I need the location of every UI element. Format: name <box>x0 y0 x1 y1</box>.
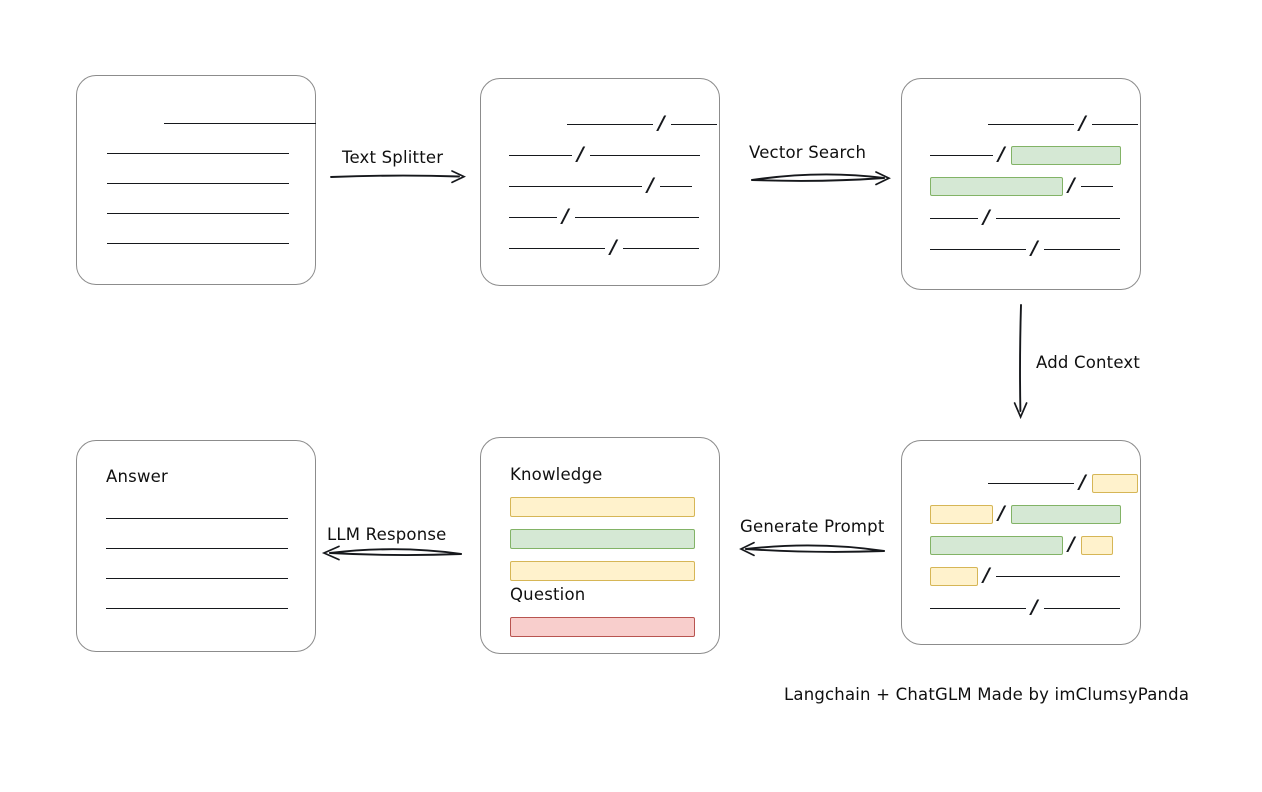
knowledge-bar <box>510 497 695 517</box>
chunk-separator-slash: / <box>1068 532 1075 555</box>
doc-line: / <box>509 142 723 165</box>
text-rule-segment <box>509 216 557 218</box>
question-label: Question <box>510 585 586 604</box>
arrow-label-llm-response: LLM Response <box>327 525 447 544</box>
arrow-label-text-splitter: Text Splitter <box>342 148 444 167</box>
doc-line: / <box>509 204 723 227</box>
text-rule-segment <box>107 242 289 244</box>
doc-line: / <box>509 111 723 134</box>
answer-line <box>106 578 288 579</box>
text-rule-segment <box>930 217 978 219</box>
text-rule-segment <box>622 247 699 249</box>
doc-line: / <box>930 111 1144 134</box>
doc-line: / <box>509 173 723 196</box>
arrow-add-context <box>1013 304 1028 420</box>
doc-line: / <box>930 563 1144 586</box>
doc-line: / <box>930 173 1144 196</box>
knowledge-bar <box>510 561 695 581</box>
footer-credit: Langchain + ChatGLM Made by imClumsyPand… <box>784 685 1190 704</box>
answer-line <box>106 518 288 519</box>
text-rule-segment <box>164 122 316 124</box>
doc-line <box>107 234 319 252</box>
text-rule-segment <box>509 185 642 187</box>
doc-line <box>107 204 319 222</box>
box-answer[interactable]: Answer <box>76 440 316 652</box>
chunk-separator-slash: / <box>562 204 569 227</box>
text-rule-segment <box>1080 185 1113 187</box>
chunk-separator-slash: / <box>1079 470 1086 493</box>
arrow-llm-response <box>321 545 462 561</box>
text-rule-segment <box>574 216 699 218</box>
text-rule-segment <box>930 248 1026 250</box>
arrow-label-add-context: Add Context <box>1036 353 1141 372</box>
text-rule-segment <box>1043 607 1120 609</box>
text-rule-segment <box>930 607 1026 609</box>
knowledge-bar <box>510 529 695 549</box>
answer-line <box>106 608 288 609</box>
doc-line <box>107 114 319 132</box>
arrow-label-vector-search: Vector Search <box>749 143 867 162</box>
doc-line: / <box>930 142 1144 165</box>
highlight-chip-green <box>1010 145 1121 165</box>
chunk-separator-slash: / <box>1031 236 1038 259</box>
chunk-separator-slash: / <box>577 142 584 165</box>
chunk-separator-slash: / <box>647 173 654 196</box>
doc-line: / <box>930 205 1144 228</box>
box-vector-matched-chunks[interactable]: / / / / / <box>901 78 1141 290</box>
text-rule-segment <box>107 182 289 184</box>
arrow-label-generate-prompt: Generate Prompt <box>740 517 885 536</box>
text-rule-segment <box>567 123 653 125</box>
arrow-generate-prompt <box>739 541 885 557</box>
text-rule-segment <box>589 154 700 156</box>
chunk-separator-slash: / <box>1031 595 1038 618</box>
answer-label: Answer <box>106 467 168 486</box>
chunk-separator-slash: / <box>998 501 1005 524</box>
box-source-document[interactable] <box>76 75 316 285</box>
arrow-vector-search <box>751 171 891 186</box>
doc-line: / <box>930 501 1144 524</box>
text-rule-segment <box>670 123 717 125</box>
doc-line: / <box>930 236 1144 259</box>
text-rule-segment <box>995 217 1120 219</box>
box-context-enriched-chunks[interactable]: / / / / / <box>901 440 1141 645</box>
highlight-chip-green <box>930 535 1063 555</box>
highlight-chip-yellow <box>1080 535 1113 555</box>
chunk-separator-slash: / <box>1068 173 1075 196</box>
text-rule-segment <box>509 247 605 249</box>
doc-line: / <box>930 532 1144 555</box>
text-rule-segment <box>1043 248 1120 250</box>
doc-line: / <box>509 235 723 258</box>
doc-line <box>107 144 319 162</box>
text-rule-segment <box>107 152 289 154</box>
answer-line <box>106 548 288 549</box>
text-rule-segment <box>509 154 572 156</box>
text-rule-segment <box>930 154 993 156</box>
highlight-chip-yellow <box>930 504 993 524</box>
text-rule-segment <box>659 185 692 187</box>
box-split-chunks[interactable]: / / / / / <box>480 78 720 286</box>
highlight-chip-green <box>1010 504 1121 524</box>
question-bar <box>510 617 695 637</box>
text-rule-segment <box>995 575 1120 577</box>
text-rule-segment <box>107 212 289 214</box>
doc-line: / <box>930 470 1144 493</box>
text-rule-segment <box>1091 123 1138 125</box>
chunk-separator-slash: / <box>610 235 617 258</box>
text-rule-segment <box>988 123 1074 125</box>
highlight-chip-yellow <box>930 566 978 586</box>
text-rule-segment <box>988 482 1074 484</box>
chunk-separator-slash: / <box>983 205 990 228</box>
highlight-chip-green <box>930 176 1063 196</box>
box-generated-prompt[interactable]: Knowledge Question <box>480 437 720 654</box>
arrow-text-splitter <box>330 170 466 184</box>
chunk-separator-slash: / <box>658 111 665 134</box>
chunk-separator-slash: / <box>1079 111 1086 134</box>
highlight-chip-yellow <box>1091 473 1138 493</box>
chunk-separator-slash: / <box>983 563 990 586</box>
doc-line <box>107 174 319 192</box>
doc-line: / <box>930 595 1144 618</box>
chunk-separator-slash: / <box>998 142 1005 165</box>
knowledge-label: Knowledge <box>510 465 603 484</box>
